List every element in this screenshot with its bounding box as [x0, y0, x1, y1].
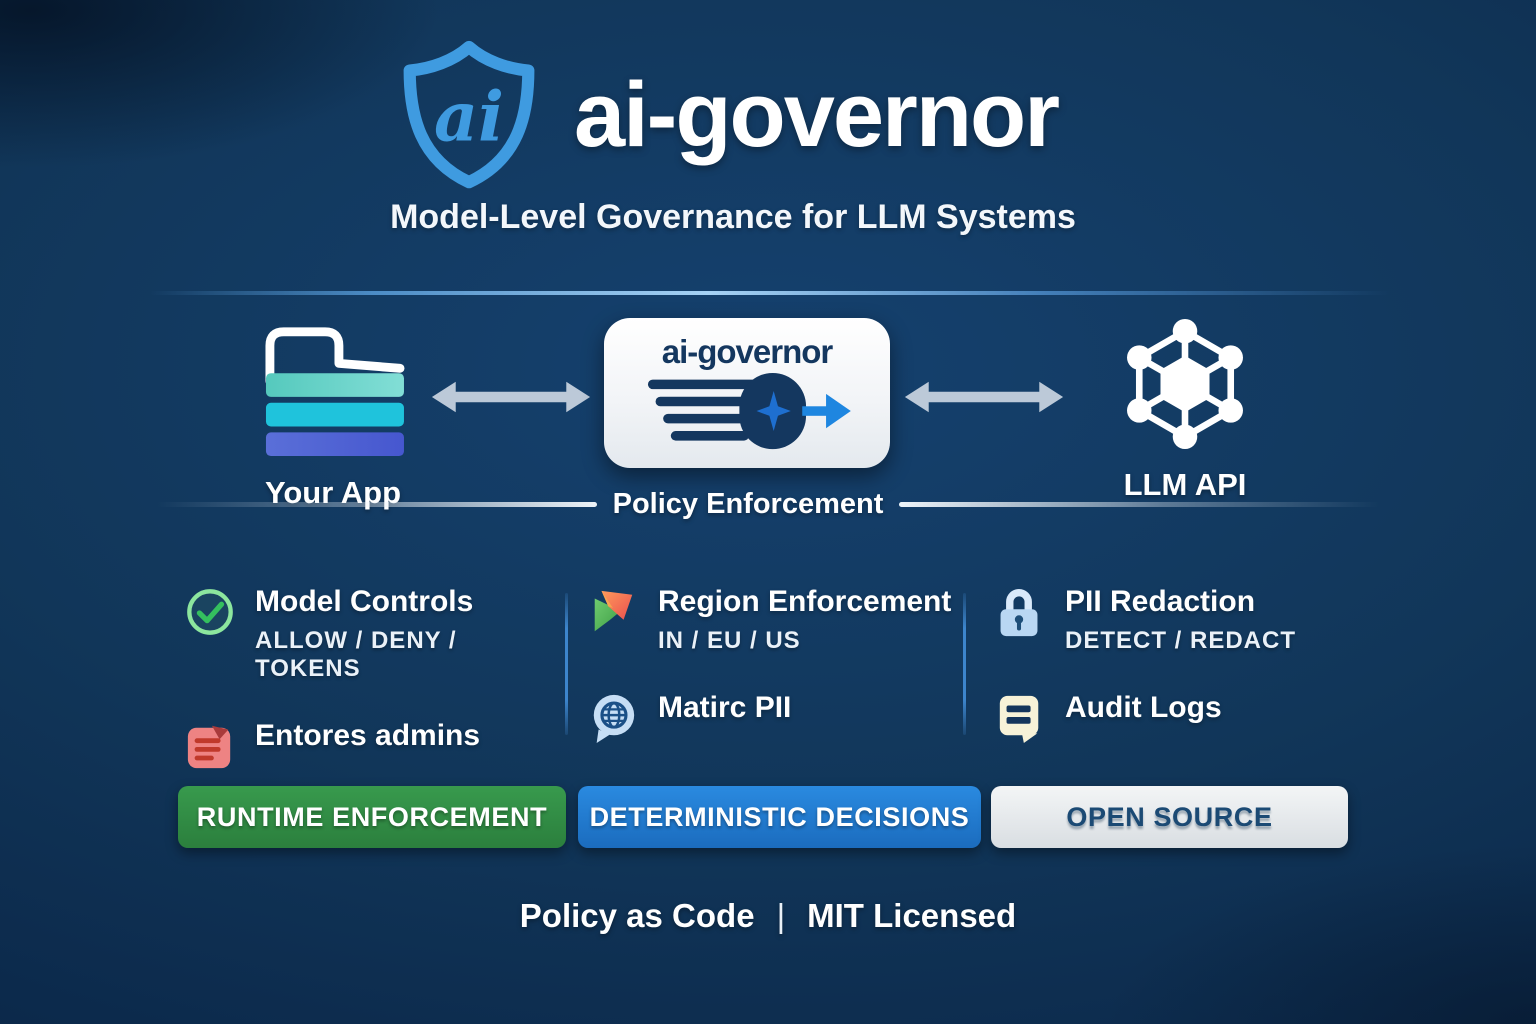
shield-logo-icon: ai [394, 40, 544, 190]
check-circle-icon [185, 587, 235, 637]
feature-title: Model Controls [255, 585, 474, 618]
page-subtitle: Model-Level Governance for LLM Systems [390, 198, 1076, 236]
column-divider [963, 593, 966, 735]
policy-line-right [899, 502, 1380, 507]
feature-pii-redaction: PII Redaction DETECT / REDACT [995, 585, 1355, 655]
your-app-node: Your App [233, 320, 433, 511]
feature-column-2: Region Enforcement IN / EU / US [588, 585, 958, 743]
column-divider [565, 593, 568, 735]
bidirectional-arrow-icon [430, 374, 592, 420]
footer-left: Policy as Code [519, 897, 755, 934]
runtime-enforcement-badge: RUNTIME ENFORCEMENT [178, 786, 566, 848]
app-layers-icon [254, 320, 412, 463]
governor-box-title: ai-governor [661, 333, 834, 370]
feature-title: Entores admins [255, 718, 481, 752]
audit-log-icon [995, 693, 1045, 743]
page-title: ai-governor [573, 63, 1060, 166]
llm-api-node: LLM API [1085, 318, 1285, 503]
feature-title: Audit Logs [1065, 690, 1222, 724]
bidirectional-arrow-icon [903, 374, 1065, 420]
deterministic-decisions-badge: DETERMINISTIC DECISIONS [578, 786, 981, 848]
lock-icon [995, 587, 1045, 637]
open-source-badge: OPEN SOURCE [991, 786, 1348, 848]
policy-enforcement-label: Policy Enforcement [612, 488, 884, 520]
network-icon [1118, 318, 1252, 455]
shield-monogram: ai [434, 77, 504, 157]
feature-caption: DETECT / REDACT [1065, 626, 1296, 654]
governor-box: ai-governor [604, 318, 890, 468]
feature-entores-admins: Entores admins [185, 719, 555, 771]
policy-enforcement-row: Policy Enforcement [0, 488, 1536, 521]
feature-title: PII Redaction [1065, 585, 1256, 618]
footer-separator: | [776, 897, 786, 934]
feature-caption: ALLOW / DENY / TOKENS [255, 626, 457, 682]
policy-line-left [156, 502, 597, 507]
feature-model-controls: Model Controls ALLOW / DENY / TOKENS [185, 585, 555, 683]
llm-api-label: LLM API [1123, 467, 1247, 502]
feature-title: Matirc PII [658, 690, 792, 724]
feature-caption: IN / EU / US [658, 626, 801, 654]
red-document-icon [185, 721, 235, 771]
header-lockup: ai ai-governor [0, 40, 1494, 190]
feature-matirc-pii: Matirc PII [588, 691, 958, 743]
footer-right: MIT Licensed [807, 897, 1017, 934]
feature-column-3: PII Redaction DETECT / REDACT Audit Logs [995, 585, 1355, 743]
globe-chat-icon [588, 693, 638, 743]
governor-mark-icon [641, 372, 853, 452]
region-map-icon [588, 587, 638, 637]
feature-column-1: Model Controls ALLOW / DENY / TOKENS Ent… [185, 585, 555, 771]
footer-tagline: Policy as Code | MIT Licensed [0, 897, 1536, 935]
feature-title: Region Enforcement [658, 585, 952, 618]
feature-region-enforcement: Region Enforcement IN / EU / US [588, 585, 958, 655]
top-divider [150, 291, 1390, 295]
feature-audit-logs: Audit Logs [995, 691, 1355, 743]
